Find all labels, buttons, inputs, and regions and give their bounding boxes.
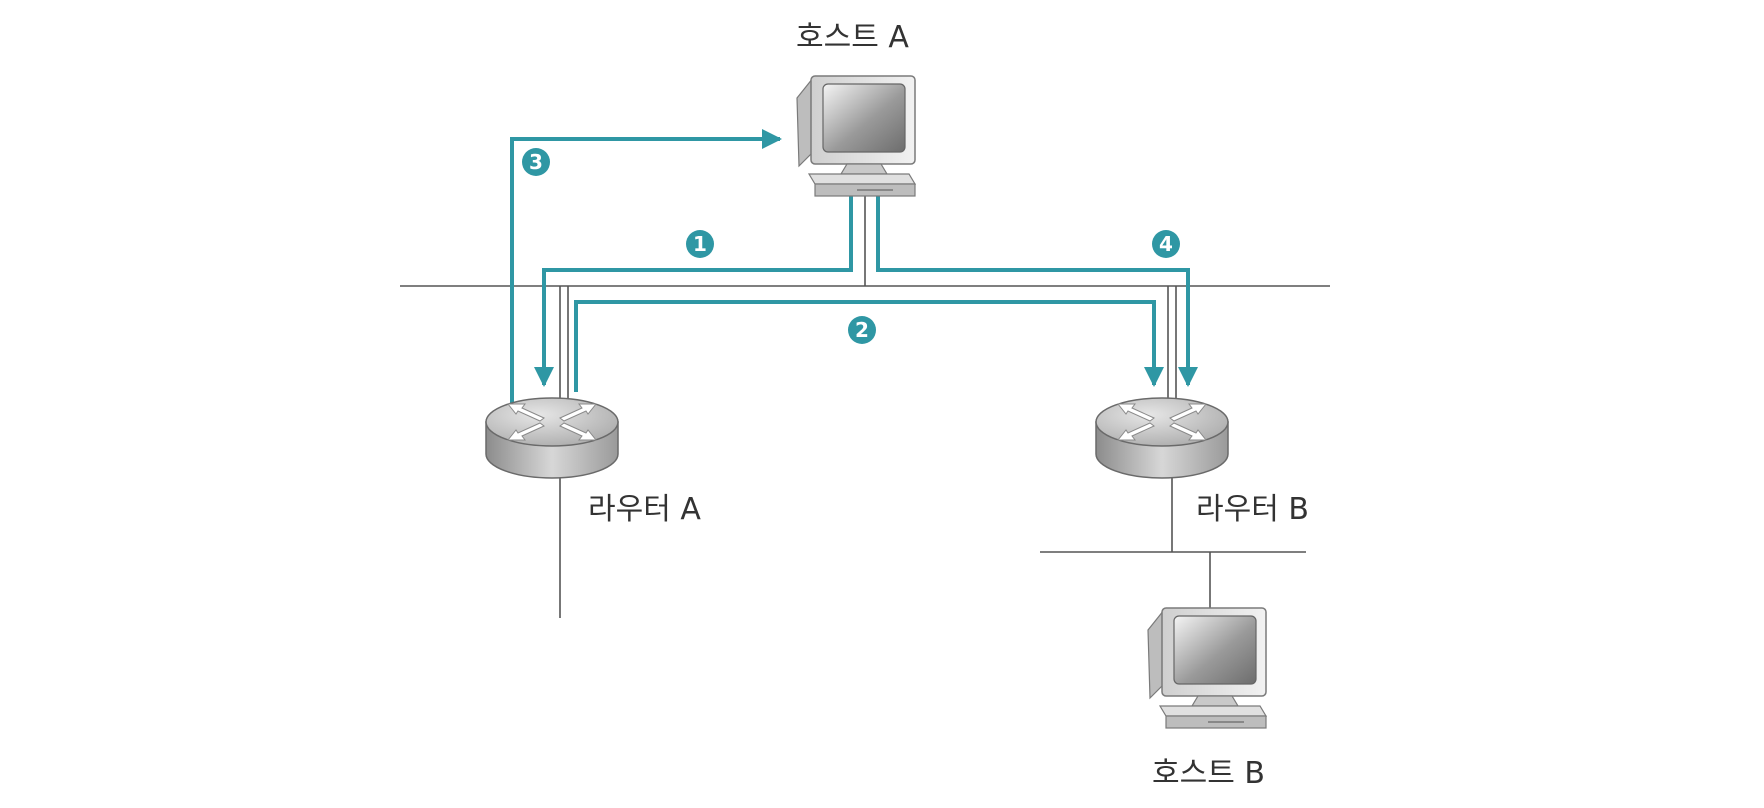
step-badge-4-text: 4 bbox=[1159, 232, 1173, 256]
step-badge-4: 4 bbox=[1152, 230, 1180, 258]
host-a-computer-icon bbox=[796, 75, 916, 197]
host-b-computer-icon bbox=[1147, 607, 1267, 729]
router-b-icon bbox=[1095, 397, 1229, 479]
router-b-label: 라우터 B bbox=[1196, 492, 1309, 527]
step-badge-1-text: 1 bbox=[693, 232, 707, 256]
step-badge-2: 2 bbox=[848, 316, 876, 344]
step-badge-2-text: 2 bbox=[855, 318, 869, 342]
flow-arrow-1 bbox=[534, 196, 853, 387]
host-b-label: 호스트 B bbox=[1152, 756, 1265, 791]
host-a-label: 호스트 A bbox=[796, 20, 909, 55]
flow-arrow-3 bbox=[510, 129, 782, 410]
flow-arrow-4 bbox=[876, 196, 1198, 387]
step-badge-3: 3 bbox=[522, 148, 550, 176]
packet-flow-arrows bbox=[510, 129, 1198, 410]
router-a-label: 라우터 A bbox=[588, 492, 701, 527]
router-a-icon bbox=[485, 397, 619, 479]
step-badge-1: 1 bbox=[686, 230, 714, 258]
flow-arrow-2 bbox=[574, 300, 1164, 392]
step-badge-3-text: 3 bbox=[529, 150, 543, 174]
network-lines bbox=[400, 196, 1330, 618]
